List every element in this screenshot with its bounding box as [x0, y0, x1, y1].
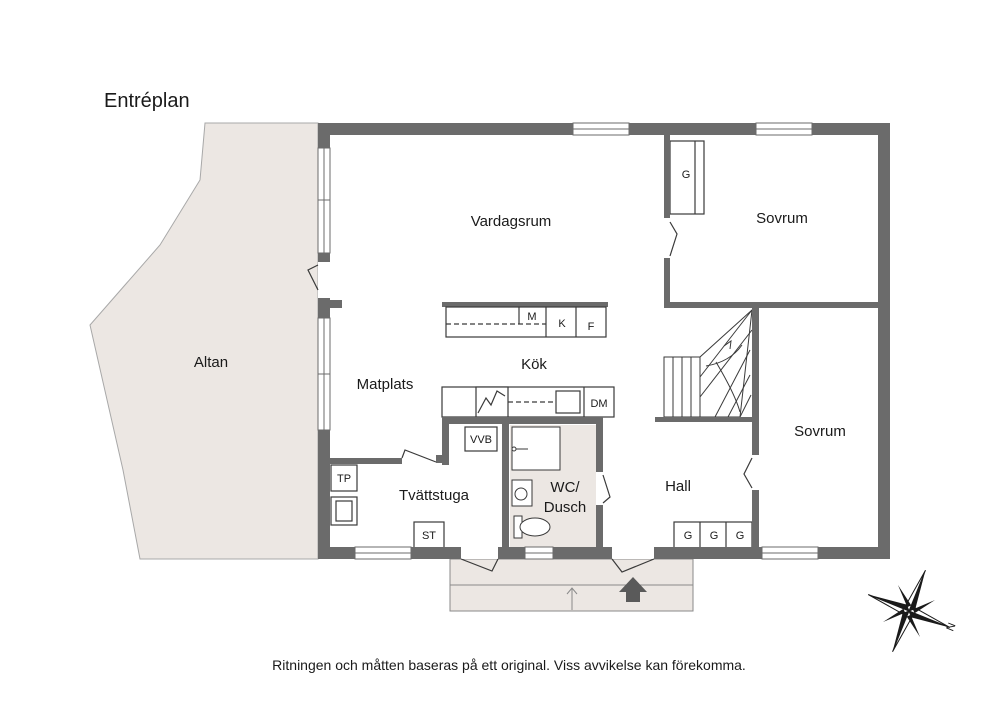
altan-terrace [89, 122, 319, 560]
fixture-label-vvb: VVB [470, 434, 492, 446]
fixture-label-st: ST [422, 530, 436, 542]
door-swings [307, 221, 753, 573]
room-label-kok: Kök [521, 356, 547, 373]
fixture-label-f: F [588, 321, 595, 333]
staircase [655, 308, 753, 422]
room-label-altan: Altan [194, 354, 228, 371]
room-label-matplats: Matplats [357, 376, 414, 393]
entrance-arrow [619, 577, 647, 602]
fixture-label-g-hall-2: G [710, 530, 719, 542]
fixture-label-dm: DM [590, 398, 607, 410]
room-label-hall: Hall [665, 478, 691, 495]
plan-footnote: Ritningen och måtten baseras på ett orig… [272, 657, 746, 673]
fixture-label-m: M [527, 311, 536, 323]
plan-title: Entréplan [104, 90, 190, 112]
room-label-tvattstuga: Tvättstuga [399, 487, 470, 504]
room-label-wc: WC/ [550, 479, 580, 496]
entrance-landing [449, 558, 694, 612]
fixture-label-g-closet: G [682, 169, 691, 181]
fixture-label-k: K [558, 318, 566, 330]
door-openings [318, 218, 759, 559]
room-label-dusch: Dusch [544, 499, 587, 516]
wc-fixtures [511, 426, 561, 539]
fixture-label-tp: TP [337, 473, 351, 485]
compass-north-label: N [943, 621, 957, 633]
compass-rose-icon [867, 569, 951, 653]
fixture-label-g-hall-1: G [684, 530, 693, 542]
room-label-sovrum-right: Sovrum [794, 423, 846, 440]
room-label-vardagsrum: Vardagsrum [471, 213, 552, 230]
fixture-label-g-hall-3: G [736, 530, 745, 542]
kitchen-fixtures [441, 302, 615, 418]
room-label-sovrum-top: Sovrum [756, 210, 808, 227]
windows [317, 122, 819, 560]
